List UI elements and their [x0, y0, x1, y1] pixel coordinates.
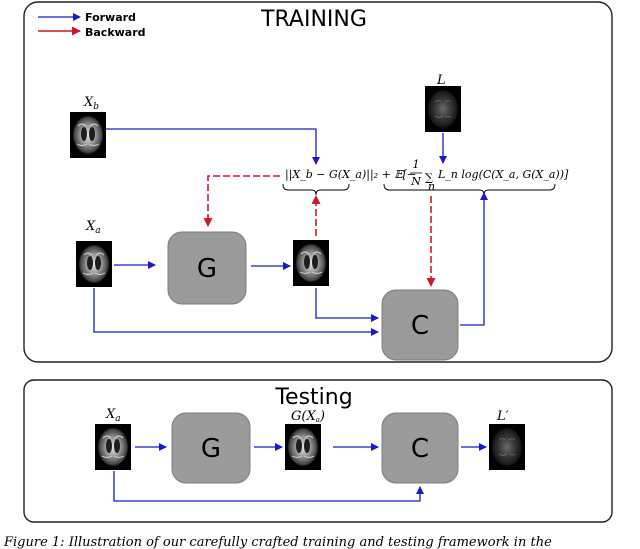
- backward-to-g-arrow: [203, 175, 280, 227]
- figure-caption: Figure 1: Illustration of our carefully …: [3, 535, 552, 549]
- test-gxa-brain-image: [284, 423, 322, 471]
- test-lprime-label: L′: [496, 409, 509, 424]
- classifier-node: [381, 289, 459, 361]
- test-lprime-brain-image: [488, 423, 526, 471]
- xa-label: Xa: [85, 219, 101, 236]
- xb-brain-image: [69, 111, 107, 159]
- test-generator-label: G: [201, 434, 221, 464]
- sum-sub: n: [428, 180, 435, 193]
- loss-equation: ||X_b − G(X_a)||₂ + 𝔼[−: [285, 168, 416, 182]
- sum-symbol: ∑: [425, 171, 433, 184]
- gxa-brain-image: [292, 239, 330, 287]
- xb-to-equation-arrow: [106, 128, 320, 165]
- test-gxa-label: G(Xa): [291, 409, 325, 424]
- xa-brain-image: [75, 240, 113, 288]
- frac-den: N: [410, 175, 421, 188]
- xa-to-c-arrow: [93, 288, 379, 336]
- test-xa-label: Xa: [105, 407, 121, 424]
- test-classifier-label: C: [411, 434, 429, 464]
- frac-num: 1: [413, 158, 420, 171]
- training-panel: [23, 1, 613, 363]
- generator-label: G: [197, 254, 217, 284]
- classifier-label: C: [411, 311, 429, 341]
- l-label: L: [436, 73, 446, 88]
- legend-backward-label: Backward: [85, 26, 146, 39]
- xb-label: Xb: [83, 95, 99, 112]
- l-brain-image: [424, 85, 462, 133]
- c-to-equation-arrow: [460, 192, 488, 326]
- loss-tail: L_n log(C(X_a, G(X_a))]: [437, 168, 569, 181]
- gxa-to-c-arrow: [315, 288, 379, 322]
- test-generator-node: [171, 412, 251, 484]
- generator-node: [167, 231, 247, 305]
- legend-forward-label: Forward: [85, 11, 136, 24]
- training-title: TRAINING: [260, 7, 367, 32]
- test-xa-to-c-arrow: [113, 471, 424, 502]
- testing-title: Testing: [274, 385, 352, 410]
- test-xa-brain-image: [94, 423, 132, 471]
- test-classifier-node: [381, 412, 459, 484]
